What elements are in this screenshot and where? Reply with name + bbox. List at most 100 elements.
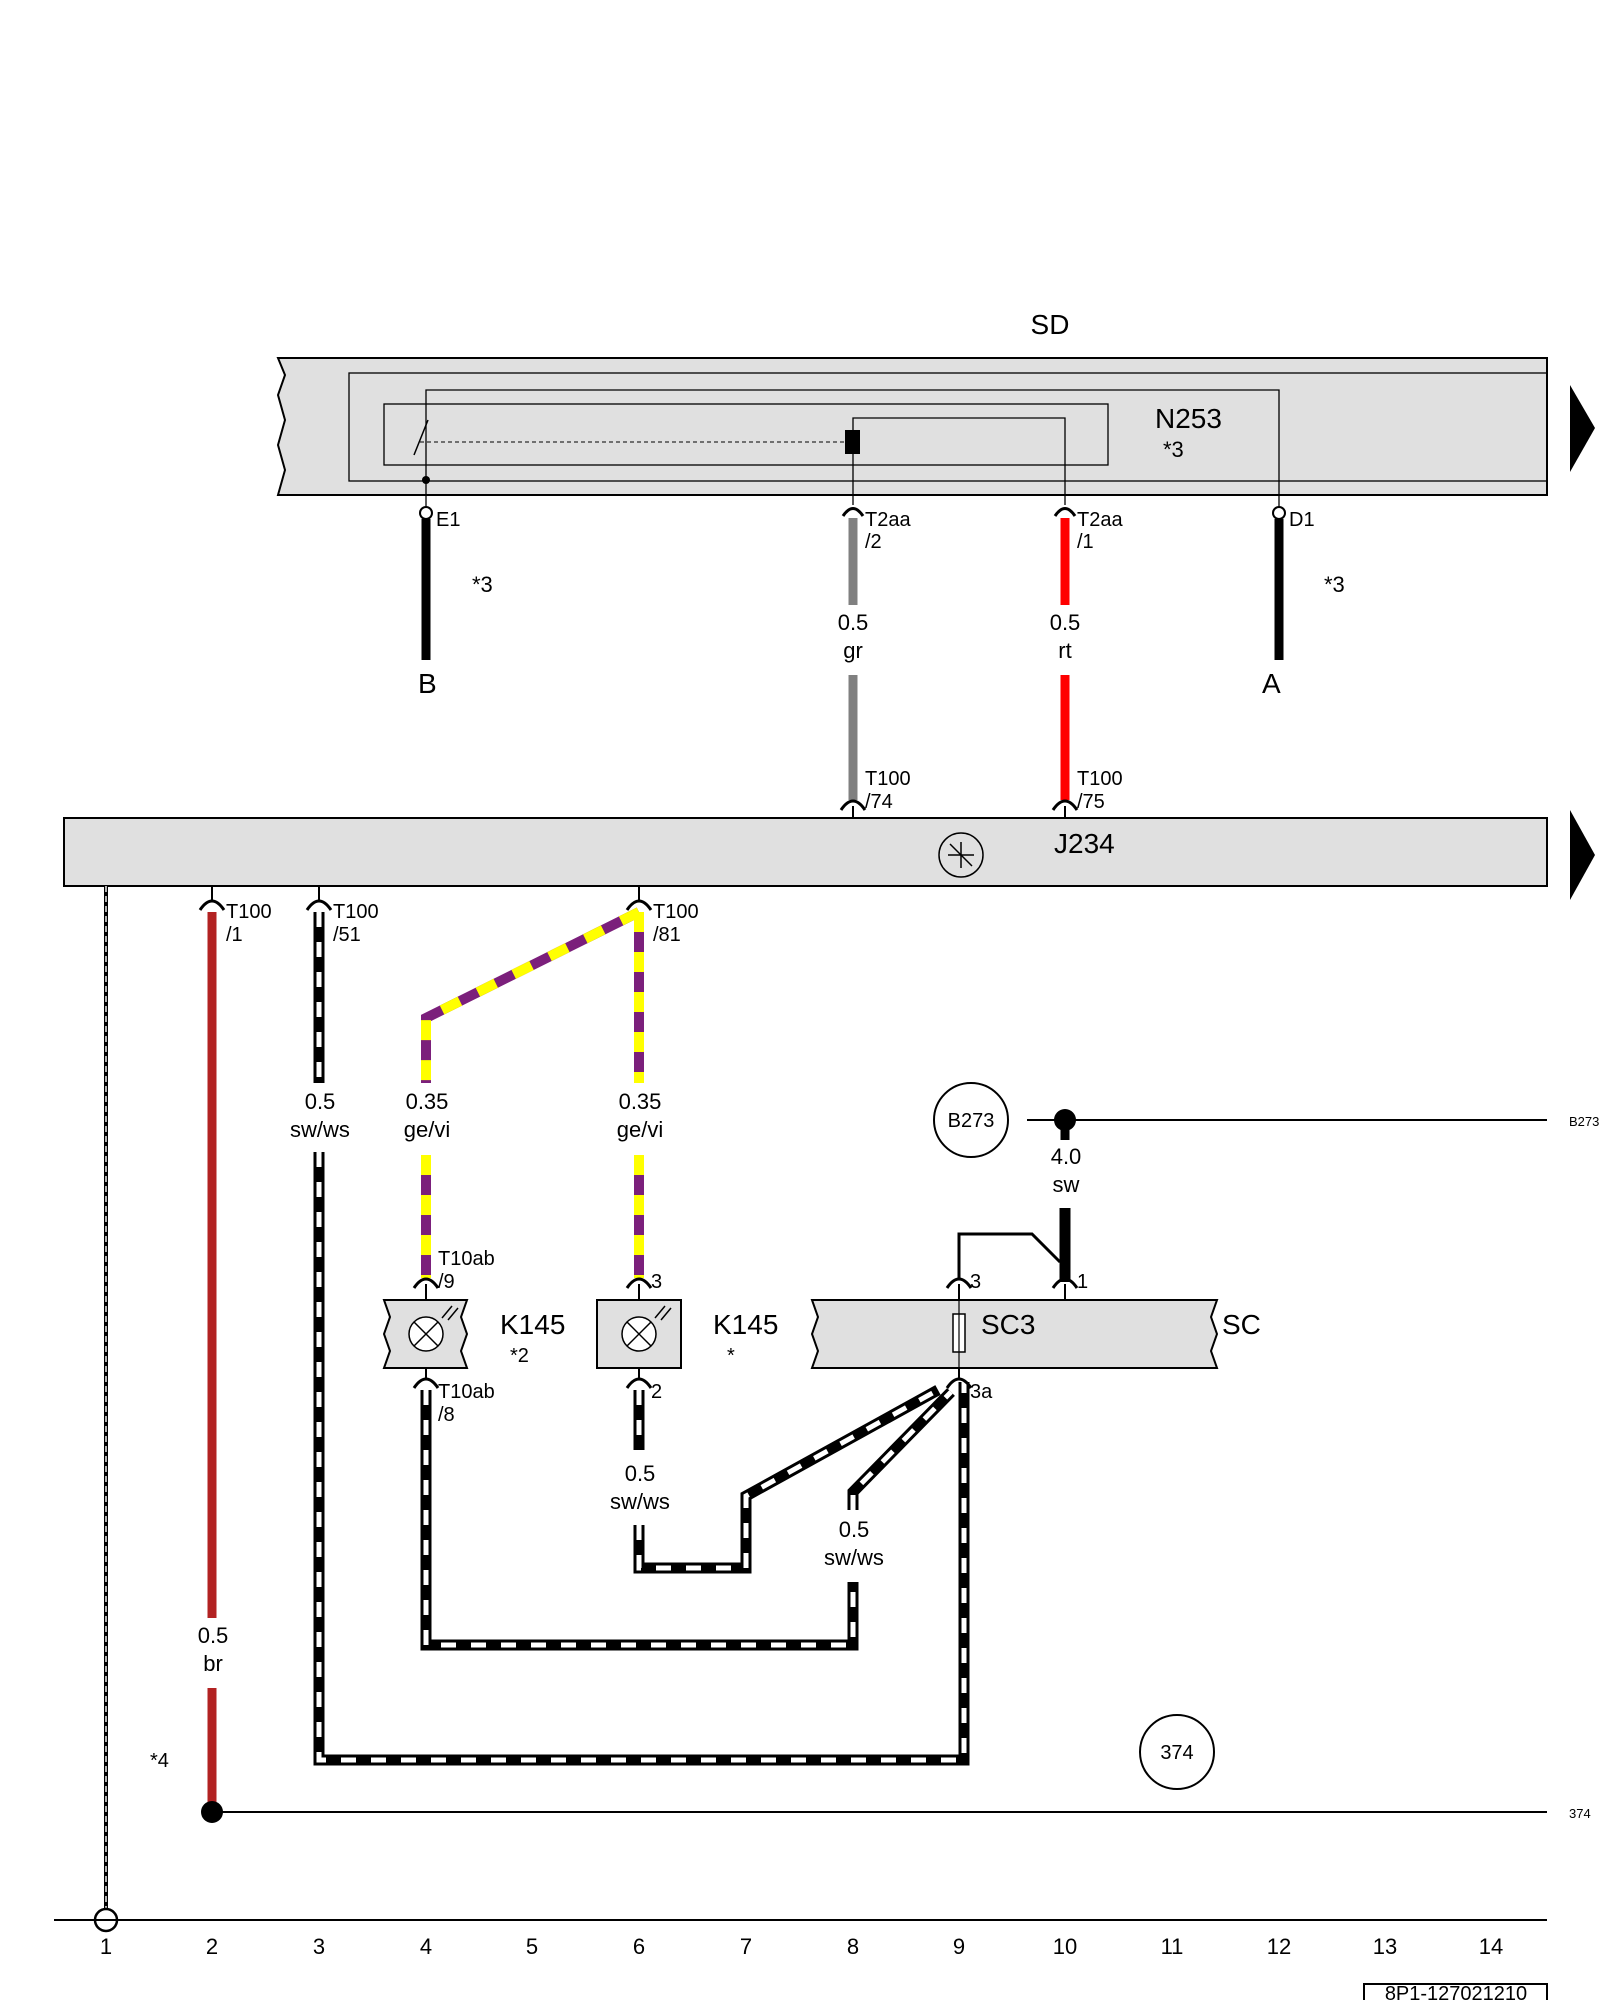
pin-k145-b-2-label: 2 [651, 1381, 662, 1403]
wire-sw-ws-k145a-return [420, 1390, 859, 1651]
column-number: 14 [1479, 1934, 1503, 1959]
sd-title: SD [1031, 309, 1070, 340]
ref-374-label: 374 [1160, 1742, 1193, 1764]
pin-t2aa-2-label-b: /2 [865, 531, 882, 553]
wire-e1-dest: B [418, 668, 437, 699]
k145-a-ray2 [447, 1307, 459, 1321]
k145-a-label: K145 [500, 1309, 565, 1340]
pin-t100-74 [839, 799, 867, 811]
wire-sw-ws-col8-color: sw/ws [824, 1545, 884, 1570]
wire-ge-vi-col6-size: 0.35 [619, 1089, 662, 1114]
wire-red-size: 0.5 [1050, 610, 1081, 635]
wire-gray-color: gr [843, 638, 863, 663]
ref-b273-edge-label: B273 [1569, 1114, 1599, 1129]
n253-inner-frame [383, 403, 1109, 466]
sc-panel [810, 1299, 1219, 1369]
pin-t10ab-9 [412, 1277, 440, 1289]
j234-panel [63, 817, 1548, 887]
n253-note: *3 [1163, 437, 1184, 462]
wire-sw-ws-col8-size: 0.5 [839, 1517, 870, 1542]
ref-b273-label: B273 [948, 1110, 995, 1132]
n253-upper-line [425, 389, 1280, 508]
n253-label: N253 [1155, 403, 1222, 434]
wire-sw-40-size: 4.0 [1051, 1144, 1082, 1169]
ref-374-circle [1139, 1714, 1215, 1790]
pin-t100-75-label-a: T100 [1077, 768, 1123, 790]
wire-ge-vi-col6-color: ge/vi [617, 1117, 663, 1142]
k145-a-ray1 [441, 1305, 453, 1319]
pin-t10ab-8-label-a: T10ab [438, 1381, 495, 1403]
j234-label: J234 [1054, 828, 1115, 859]
wire-d1-dest: A [1262, 668, 1281, 699]
pin-e1-label: E1 [436, 509, 460, 531]
k145-a-lamp-x2 [413, 1321, 439, 1347]
sd-panel [276, 357, 1548, 496]
pin-t10ab-8 [412, 1377, 440, 1389]
pin-d1 [1272, 506, 1286, 520]
pin-t10ab-8-label-b: /8 [438, 1404, 455, 1426]
column-numbers: 1 2 3 4 5 6 7 8 9 10 11 12 13 14 [100, 1934, 1503, 1959]
column-number: 9 [953, 1934, 965, 1959]
wire-e1-note: *3 [472, 572, 493, 597]
k145-b-ray2 [660, 1307, 672, 1321]
n253-outer-frame [348, 372, 1548, 482]
pin-t100-75 [1051, 799, 1079, 811]
k145-a-note: *2 [510, 1345, 529, 1367]
continuation-arrow-sd [1570, 385, 1595, 472]
pin-t100-74-label-a: T100 [865, 768, 911, 790]
k145-b-ray1 [654, 1305, 666, 1319]
ref-374-edge-label: 374 [1569, 1806, 1591, 1821]
wire-sw-ws-col6-color: sw/ws [610, 1489, 670, 1514]
pin-t2aa-1-label-b: /1 [1077, 531, 1094, 553]
column-number: 8 [847, 1934, 859, 1959]
pin-t100-1-label-a: T100 [226, 901, 272, 923]
pin-t100-51-label-a: T100 [333, 901, 379, 923]
pin-t10ab-9-label-a: T10ab [438, 1248, 495, 1270]
wire-sw-40-color: sw [1053, 1172, 1080, 1197]
column-number: 2 [206, 1934, 218, 1959]
wire-red-color: rt [1058, 638, 1071, 663]
pin-k145-b-3-label: 3 [651, 1271, 662, 1293]
column-number: 6 [633, 1934, 645, 1959]
column-number: 3 [313, 1934, 325, 1959]
pin-sc-1-label: 1 [1077, 1271, 1088, 1293]
column-number: 5 [526, 1934, 538, 1959]
wire-sw-ws-col3-color: sw/ws [290, 1117, 350, 1142]
pin-d1-label: D1 [1289, 509, 1315, 531]
pin-t10ab-9-label-b: /9 [438, 1271, 455, 1293]
pin-sc-3-feed [957, 1232, 1062, 1278]
wire-sw-ws-col6-size: 0.5 [625, 1461, 656, 1486]
wire-brown-color: br [203, 1651, 223, 1676]
pin-k145-b-3 [625, 1277, 653, 1289]
wire-d1-note: *3 [1324, 572, 1345, 597]
ref-b273-circle [933, 1082, 1009, 1158]
pin-sc-3-label: 3 [970, 1271, 981, 1293]
continuation-arrow-j234 [1570, 810, 1595, 900]
pin-t2aa-2 [841, 507, 865, 517]
column-number: 1 [100, 1934, 112, 1959]
pin-t100-51-label-b: /51 [333, 924, 361, 946]
k145-b-note: * [727, 1345, 735, 1367]
wire-sw-ws-k145b-return [633, 1385, 941, 1574]
pin-t2aa-2-label-a: T2aa [865, 509, 911, 531]
wire-gray-size: 0.5 [838, 610, 869, 635]
column-number: 4 [420, 1934, 432, 1959]
pin-t100-75-label-b: /75 [1077, 791, 1105, 813]
pin-t2aa-1-label-a: T2aa [1077, 509, 1123, 531]
wire-sw-ws-col8-diag [847, 1388, 955, 1510]
fuse-sc3-label: SC3 [981, 1309, 1035, 1340]
drawing-code-box [1363, 1983, 1548, 2000]
pin-k145-b-2 [625, 1377, 653, 1389]
pin-t100-51 [305, 899, 333, 911]
k145-b-lamp-x2 [626, 1321, 652, 1347]
column-number: 10 [1053, 1934, 1077, 1959]
relay-line [852, 417, 1066, 505]
column-number: 11 [1161, 1934, 1184, 1959]
note-4: *4 [150, 1750, 169, 1772]
wire-sw-ws-col3 [313, 912, 970, 1766]
pin-t100-1 [198, 899, 226, 911]
pin-sc-3a-label: 3a [970, 1381, 993, 1403]
pin-t100-1-label-b: /1 [226, 924, 243, 946]
pin-t100-74-label-b: /74 [865, 791, 893, 813]
